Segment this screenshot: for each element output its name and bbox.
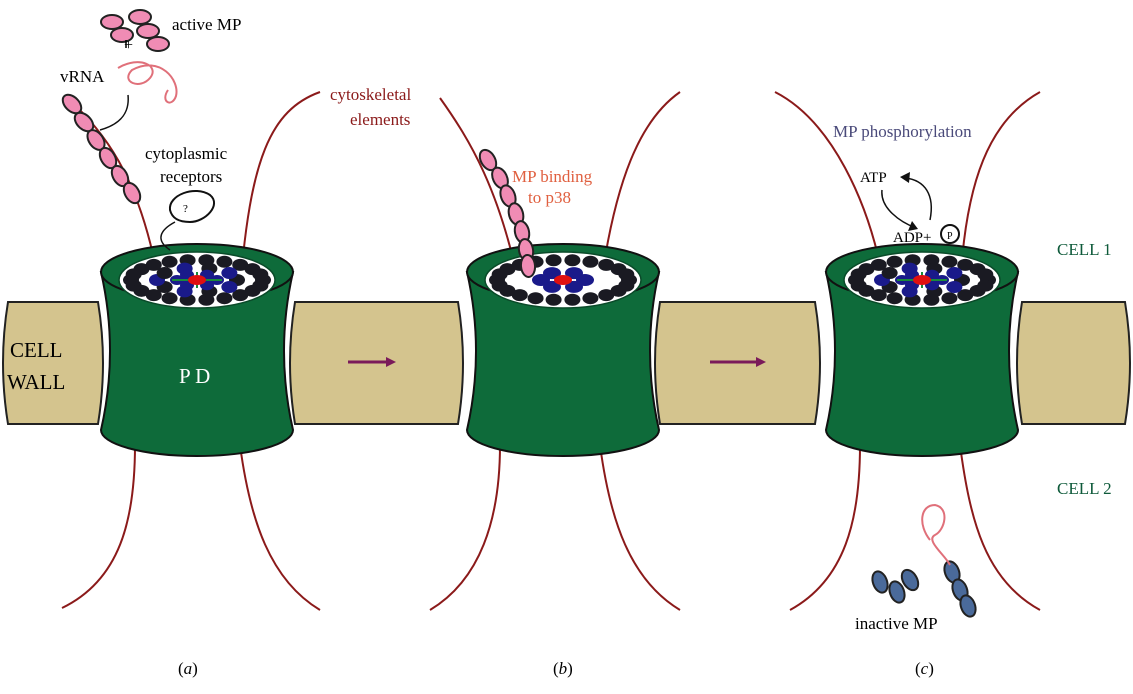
vrna-label: vRNA xyxy=(60,67,105,86)
filament-a-bottom-left xyxy=(62,445,135,608)
panel-caption-c: (c) xyxy=(915,659,934,678)
cell-wall-left xyxy=(3,302,103,424)
subunit xyxy=(977,268,993,280)
cytoskeletal-label-2: elements xyxy=(350,110,410,129)
plus-label: + xyxy=(124,37,133,54)
inner-subunit xyxy=(221,267,237,279)
pd-label: P D xyxy=(179,364,210,388)
cytoskeletal-label-1: cytoskeletal xyxy=(330,85,411,104)
subunit xyxy=(582,292,598,304)
central-core xyxy=(188,275,206,285)
subunit xyxy=(582,256,598,268)
receptor-blob xyxy=(170,191,214,222)
subunit xyxy=(216,256,232,268)
subunit xyxy=(528,292,544,304)
adp-return-arrow xyxy=(905,178,931,220)
subunit xyxy=(598,289,614,301)
subunit xyxy=(564,254,580,266)
plasmodesmata xyxy=(101,244,1018,456)
central-core xyxy=(913,275,931,285)
plasmodesma-c xyxy=(826,244,1018,456)
active-mp-bead xyxy=(101,15,123,29)
active-mp-label: active MP xyxy=(172,15,241,34)
subunit xyxy=(887,256,903,268)
subunit xyxy=(941,292,957,304)
active-mp-bead xyxy=(137,24,159,38)
mp-binding-label-1: MP binding xyxy=(512,167,593,186)
mp-phosphorylation-label: MP phosphorylation xyxy=(833,122,972,141)
subunit xyxy=(941,256,957,268)
subunit xyxy=(162,292,178,304)
vrna-strand xyxy=(118,62,177,102)
inner-subunit xyxy=(946,281,962,293)
atp-label: ATP xyxy=(860,170,887,186)
subunit xyxy=(887,292,903,304)
active-mp-bead xyxy=(147,37,169,51)
inactive-mp-bead xyxy=(870,569,891,594)
central-core xyxy=(554,275,572,285)
binding-pointer xyxy=(100,95,128,130)
plasmodesma-b xyxy=(467,244,659,456)
phosphate-label: P xyxy=(947,231,953,242)
cell-1-label: CELL 1 xyxy=(1057,240,1112,259)
filament-b-bottom-left xyxy=(430,445,500,610)
vrna-strand-c xyxy=(922,505,950,565)
question-label: ? xyxy=(183,203,188,215)
cell-2-label: CELL 2 xyxy=(1057,479,1112,498)
inner-subunit xyxy=(157,267,173,279)
filament-b-bottom-right xyxy=(600,445,680,610)
cell-wall-label-2: WALL xyxy=(7,370,65,394)
inner-subunit xyxy=(882,267,898,279)
active-mp-bead xyxy=(129,10,151,24)
subunit xyxy=(546,294,562,306)
cytoplasmic-label-1: cytoplasmic xyxy=(145,144,228,163)
inner-subunit xyxy=(946,267,962,279)
cytoplasmic-label-2: receptors xyxy=(160,167,222,186)
filament-c-bottom-right xyxy=(960,445,1040,610)
filament-c-bottom-left xyxy=(790,445,860,610)
adp-label: ADP+ xyxy=(893,230,931,246)
subunit xyxy=(564,294,580,306)
subunit xyxy=(618,268,634,280)
panel-caption-a: (a) xyxy=(178,659,198,678)
subunit xyxy=(162,256,178,268)
panel-caption-b: (b) xyxy=(553,659,573,678)
adp-arrowhead xyxy=(900,172,910,183)
mp-binding-label-2: to p38 xyxy=(528,188,571,207)
cell-wall-label-1: CELL xyxy=(10,338,63,362)
filament-a-bottom-right xyxy=(240,445,320,610)
inactive-mp-label: inactive MP xyxy=(855,614,938,633)
atp-arrow xyxy=(882,190,916,228)
inner-subunit xyxy=(221,281,237,293)
subunit xyxy=(216,292,232,304)
subunit xyxy=(252,268,268,280)
cell-wall-right xyxy=(1017,302,1130,424)
plasmodesma-a xyxy=(101,244,293,456)
subunit xyxy=(546,254,562,266)
